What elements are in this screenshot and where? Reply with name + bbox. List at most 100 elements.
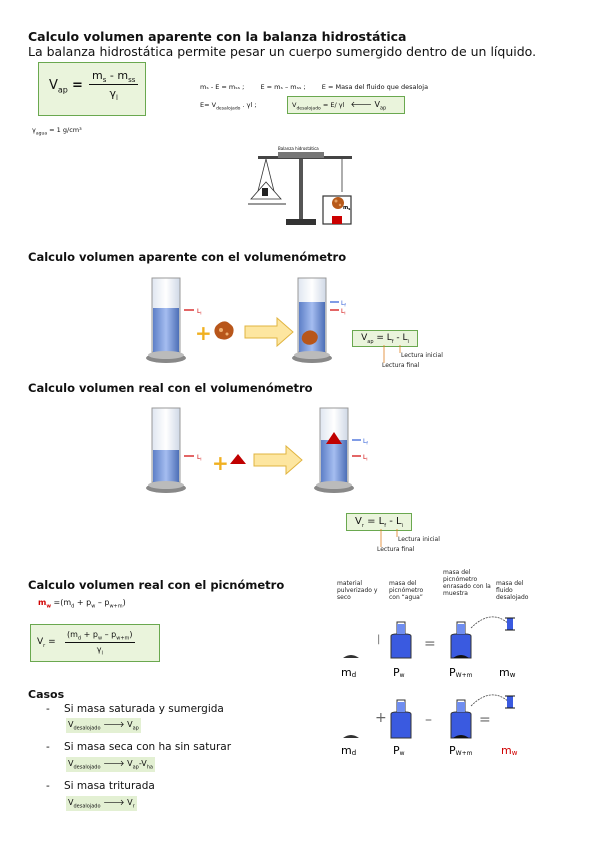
pic2-sym-pw-sub: w	[400, 750, 405, 757]
plus-icon: +	[195, 321, 212, 345]
vap-den: γ	[109, 87, 116, 101]
relations-box: Vdesalojado = E/ γl 🡐 Vap	[287, 96, 405, 114]
relation-1: mₛ - E = mₛₛ ;	[200, 83, 245, 91]
caso-1: -Si masa saturada y sumergida	[46, 703, 224, 715]
weight-icon	[262, 188, 268, 196]
picnometer-water-icon	[390, 621, 412, 659]
svg-text:Li: Li	[341, 308, 345, 316]
title-picnometro: Calculo volumen real con el picnómetro	[28, 578, 285, 592]
pic-sym-pw-sub: w	[400, 672, 405, 679]
picnometro-row-1: | = md Pw PW+m mw	[341, 616, 516, 679]
vr-pointer-lines	[380, 529, 398, 547]
caso-2-formula: Vdesalojado 🡒 Vap-Vha	[66, 757, 155, 772]
curve-arrow	[470, 616, 510, 629]
lf-sub-1: f	[344, 303, 346, 308]
pic-equals-2: =	[479, 712, 491, 728]
vr-box-v: V	[355, 516, 362, 527]
mw-formula: mw =(md + pw – pw+m)	[38, 598, 126, 610]
powder-icon	[343, 655, 359, 658]
gamma-sub: agua	[35, 131, 48, 137]
vr-box-sub: r	[361, 523, 364, 529]
pic-label-agua: masa del picnómetro con “agua”	[389, 580, 424, 601]
gamma-symbol: γ	[32, 126, 36, 134]
relation-e: E= V	[200, 101, 217, 109]
volumenometro-real-illustration: Li + Lf Li	[146, 407, 368, 493]
pic-plus: +	[375, 710, 387, 726]
relation-e-end: . γl ;	[240, 101, 257, 109]
balance-scale	[278, 152, 324, 158]
vr-pic-wm: w+m	[116, 635, 130, 642]
mw-minus: – p	[95, 598, 110, 607]
svg-text:Li: Li	[197, 454, 201, 462]
cylinder-3-icon	[146, 407, 186, 493]
lf-label-2: L	[363, 438, 367, 445]
pic-equals: =	[424, 636, 436, 652]
mw-wm: w+m	[109, 603, 123, 610]
lectura-inicial-2: Lectura inicial	[398, 536, 440, 543]
caso-1-fs: desalojado	[73, 725, 101, 732]
caso-1-text: Si masa saturada y sumergida	[64, 703, 224, 715]
balance-post	[299, 159, 303, 219]
pic2-sym-mw: m	[501, 744, 512, 757]
vap-box-v: V	[361, 333, 368, 343]
balance-ms: m	[343, 205, 348, 211]
caso-1-f: V	[68, 720, 74, 729]
small-fluid-icon	[505, 617, 515, 631]
caso-3-formula: Vdesalojado 🡒 Vr	[66, 796, 137, 811]
svg-text:Pw: Pw	[393, 666, 405, 679]
pic2-sym-md: m	[341, 744, 352, 757]
caso-2-fs: desalojado	[73, 764, 101, 771]
cylinder-4-icon	[314, 407, 354, 493]
balance-label: Balanza hidrostática	[278, 146, 319, 151]
vr-box-eq: = L	[363, 516, 385, 527]
vap-box-f: f	[391, 338, 394, 345]
gamma-end: = 1 g/cm³	[47, 126, 82, 134]
powder-icon-2	[343, 735, 359, 738]
svg-text:Lf: Lf	[363, 438, 368, 446]
vr-pic-num-d: d	[77, 635, 82, 642]
li-sub-4: i	[366, 457, 367, 462]
relation-2: E = mₛ – mₛₛ ;	[260, 83, 306, 91]
svg-text:PW+m: PW+m	[449, 744, 473, 757]
vr-pic-lhs: Vr =	[37, 637, 56, 649]
svg-text:Li: Li	[363, 454, 367, 462]
small-fluid-icon-2	[505, 695, 515, 709]
balance-ms-sub: s	[348, 207, 350, 211]
vr-pic-fraction: (md + pw – pw+m) γl	[65, 630, 135, 656]
vap-num: m	[92, 69, 103, 82]
picnometro-row-2: + – = md Pw PW+m mw	[341, 694, 518, 757]
pic-sym-md-sub: d	[352, 671, 356, 679]
li-label-4: L	[363, 454, 367, 461]
mw-m: m	[38, 598, 47, 607]
svg-text:md: md	[341, 744, 356, 757]
vr-pic-minus: – p	[102, 630, 117, 639]
caso-1-formula: Vdesalojado 🡒 Vap	[66, 718, 141, 733]
vap-num-sub2: ss	[128, 76, 136, 85]
caso-1-arrow: 🡒 V	[100, 720, 133, 729]
svg-text:mw: mw	[499, 666, 516, 679]
pic2-sym-pwm-sub: W+m	[456, 750, 473, 757]
pic-sym-mw-sub: w	[510, 671, 516, 679]
vr-pic-den-sub: l	[101, 650, 103, 657]
pic-sym-pwm-sub: W+m	[456, 672, 473, 679]
arrow-icon	[244, 316, 294, 348]
curve-arrow-2	[470, 694, 510, 707]
pic-minus: –	[425, 712, 432, 728]
relations-line1: mₛ - E = mₛₛ ; E = mₛ – mₛₛ ; E = Masa d…	[200, 83, 520, 91]
mw-d: d	[71, 603, 75, 610]
vap-lhs-sub: ap	[57, 85, 68, 95]
caso-2-extra-s: ha	[146, 764, 153, 771]
caso-2: -Si masa seca con ha sin saturar	[46, 741, 232, 753]
vr-volumenometro-box: Vr = Lf - Li	[346, 513, 412, 531]
vap-box-mid: - L	[393, 333, 408, 343]
lf-sub-2: f	[366, 441, 368, 446]
vr-box-mid: - L	[386, 516, 402, 527]
caso-2-text: Si masa seca con ha sin saturar	[64, 741, 232, 753]
picnometer-sample-icon-2	[450, 699, 472, 739]
vr-picnometro-box: Vr = (md + pw – pw+m) γl	[30, 624, 160, 662]
li-sub-3: i	[200, 457, 201, 462]
vap-formula-box: Vap = ms - mss γl	[38, 62, 146, 116]
vr-pic-v: V	[37, 637, 44, 647]
vap-box-sub: ap	[367, 338, 374, 345]
sample-block	[332, 216, 342, 224]
